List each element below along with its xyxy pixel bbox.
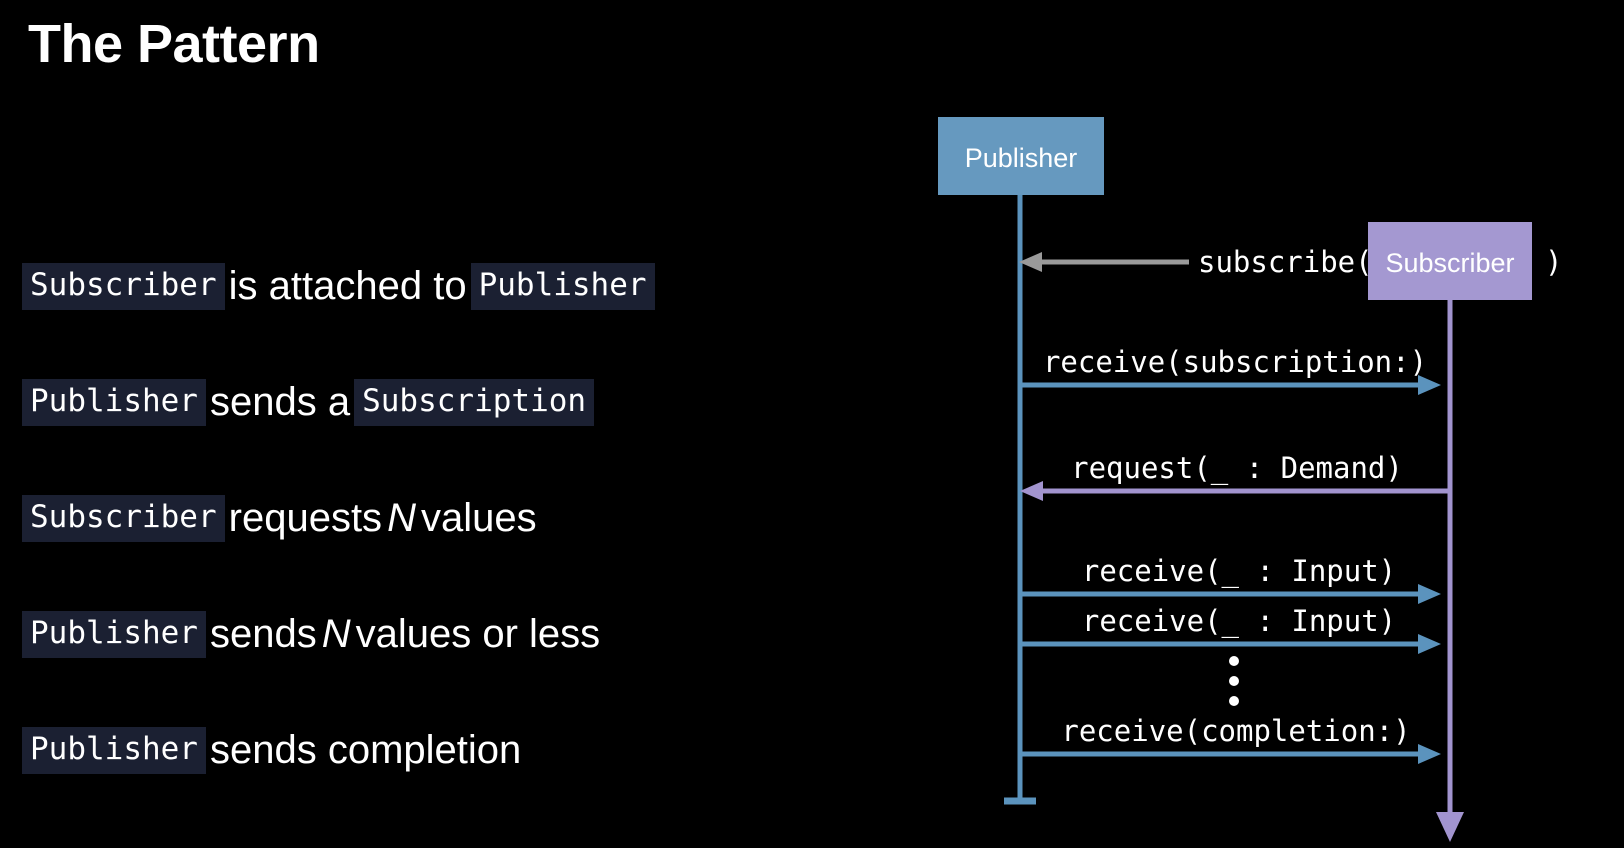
code-span: Publisher — [22, 378, 206, 426]
sequence-diagram: Publisher subscribe( Subscriber ) receiv… — [900, 0, 1624, 848]
code-span: Publisher — [470, 262, 655, 310]
plain-text: requests — [228, 495, 383, 540]
subscriber-lifeline-arrowhead — [1436, 812, 1464, 842]
request-demand-label: request(_ : Demand) — [1071, 451, 1403, 486]
receive-input-1-label: receive(_ : Input) — [1082, 554, 1396, 589]
code-span: Publisher — [22, 726, 206, 774]
publisher-box[interactable] — [938, 117, 1104, 195]
code-span: Subscription — [354, 378, 595, 426]
plain-text: sends a — [209, 379, 351, 424]
page-title: The Pattern — [28, 14, 320, 74]
receive-completion-arrow-head — [1418, 744, 1441, 764]
plain-text: is attached to — [228, 263, 467, 308]
receive-input-2-arrow-head — [1418, 634, 1441, 654]
emphasis-text: N — [321, 611, 351, 656]
vertical-ellipsis-icon — [1229, 656, 1239, 706]
receive-input-1-arrow-head — [1418, 584, 1441, 604]
plain-text: sends completion — [209, 727, 522, 772]
subscribe-label-prefix: subscribe( — [1198, 245, 1373, 279]
code-span: Subscriber — [22, 262, 225, 310]
plain-text: values or less — [355, 611, 601, 656]
subscriber-box-label: Subscriber — [1385, 248, 1514, 278]
receive-subscription-label: receive(subscription:) — [1043, 345, 1427, 379]
publisher-box-label: Publisher — [965, 143, 1078, 173]
plain-text: sends — [209, 611, 317, 656]
receive-input-2-label: receive(_ : Input) — [1082, 604, 1396, 639]
plain-text: values — [420, 495, 537, 540]
request-demand-arrow-head — [1020, 481, 1043, 501]
subscriber-box[interactable] — [1368, 222, 1532, 300]
subscribe-arrow-head — [1019, 252, 1042, 272]
subscribe-label-suffix: ) — [1545, 245, 1562, 279]
emphasis-text: N — [387, 495, 416, 540]
code-span: Publisher — [22, 610, 206, 658]
receive-subscription-arrow-head — [1418, 375, 1441, 395]
receive-completion-label: receive(completion:) — [1061, 714, 1410, 748]
code-span: Subscriber — [22, 494, 225, 542]
